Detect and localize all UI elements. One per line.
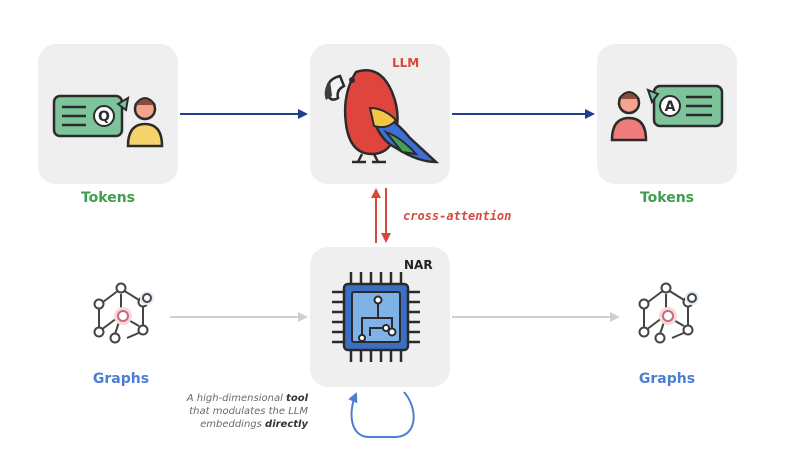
chip-icon	[332, 272, 420, 362]
question-user-icon: Q	[52, 94, 164, 148]
svg-text:Q: Q	[98, 109, 110, 125]
nar-description-note: A high-dimensional tool that modulates t…	[186, 393, 308, 430]
llm-tag: LLM	[392, 56, 420, 70]
input-graph-icon	[95, 284, 155, 343]
svg-text:A: A	[665, 99, 676, 115]
answer-user-icon: A	[610, 84, 724, 142]
input-graphs-caption: Graphs	[92, 371, 150, 387]
nar-loop-arrow	[348, 391, 415, 438]
input-tokens-caption: Tokens	[80, 190, 136, 206]
output-graphs-caption: Graphs	[638, 371, 696, 387]
parrot-icon	[324, 69, 440, 164]
output-tokens-caption: Tokens	[639, 190, 695, 206]
cross-attention-label: cross-attention	[403, 209, 512, 223]
nar-tag: NAR	[404, 258, 433, 272]
output-graph-icon	[640, 284, 700, 343]
